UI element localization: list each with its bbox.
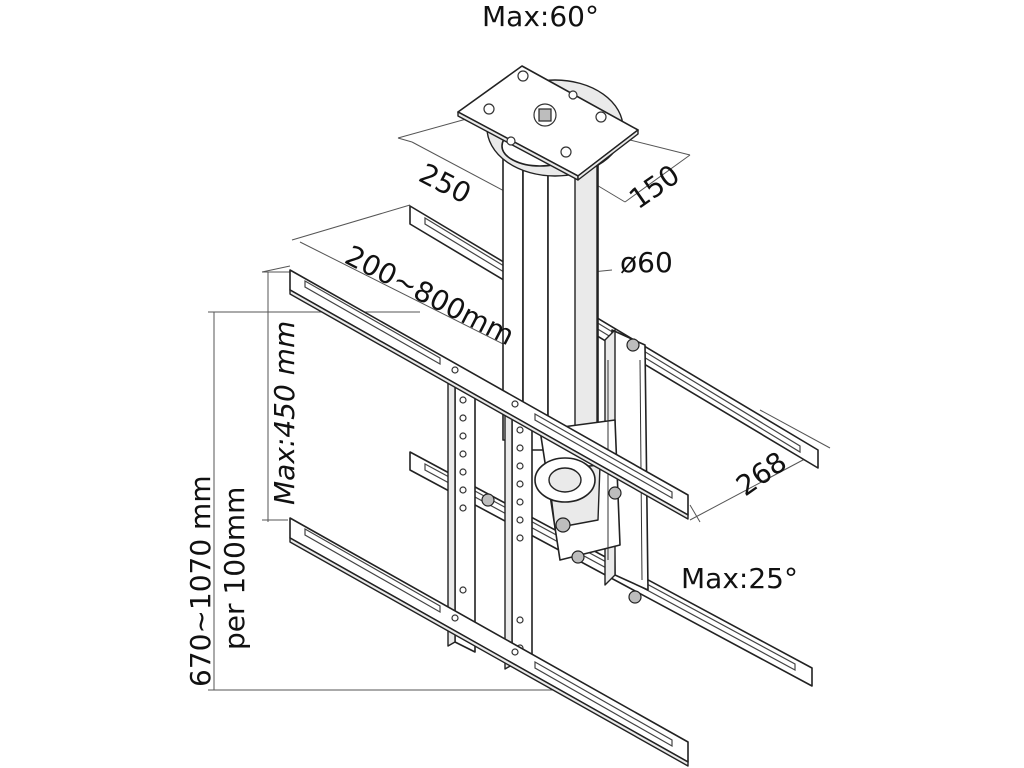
dimension-lines (208, 117, 831, 691)
vesa-height-label: Max:450 mm (268, 321, 301, 505)
pole-diameter-label: ø60 (620, 246, 673, 279)
height-step-label: per 100mm (218, 487, 251, 650)
height-range-label: 670~1070 mm (184, 475, 217, 687)
plate-width-label: 250 (414, 157, 477, 211)
vesa-arm-right (504, 404, 533, 676)
tilt-angle-label: Max:25° (681, 562, 798, 595)
front-rail-bottom (289, 517, 689, 767)
swivel-angle-label: Max:60° (482, 0, 599, 33)
ceiling-plate (457, 65, 639, 181)
plate-depth-label: 150 (623, 158, 686, 216)
front-rail-top (289, 269, 689, 520)
pole (502, 149, 599, 461)
